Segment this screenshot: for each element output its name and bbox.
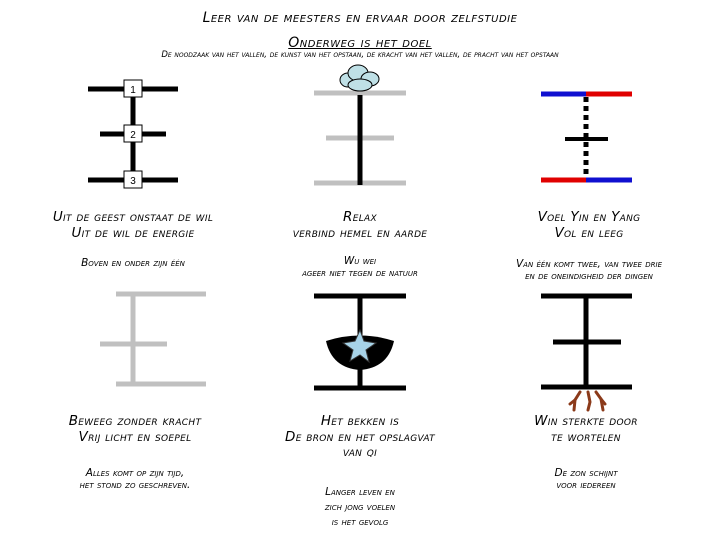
panel-5-caption: Het bekken is De bron en het opslagvat v… (250, 413, 470, 461)
diagram-2 (314, 64, 406, 186)
panel-4-note-line2: het stond zo geschreven. (79, 479, 191, 492)
panel-5-caption-line2: De bron en het opslagvat (285, 428, 435, 445)
panel-2-caption-line2: verbind hemel en aarde (292, 224, 428, 241)
d1-label-1: 1 (130, 85, 136, 96)
panel-5-note: Langer leven en zich jong voelen is het … (250, 485, 470, 531)
panel-6-caption-line2: te wortelen (551, 428, 621, 445)
panel-2-note: Wu wei ageer niet tegen de natuur (250, 255, 470, 279)
d1-box-1 (123, 79, 143, 98)
panel-2-note-line1: Wu wei (343, 255, 377, 267)
panel-3-caption: Voel Yin en Yang Vol en leeg (474, 209, 704, 241)
page-title: Leer van de meesters en ervaar door zelf… (202, 10, 518, 26)
d1-label-3: 3 (130, 176, 136, 187)
panel-3-note-line1: Van één komt twee, van twee drie (515, 258, 663, 270)
panel-1-caption-line1: Uit de geest onstaat de wil (52, 209, 214, 225)
panel-3-note-line2: en de oneindigheid der dingen (525, 270, 653, 283)
panel-6-note-line2: voor iedereen (556, 479, 616, 492)
diagram-3 (541, 91, 632, 183)
panel-1-caption: Uit de geest onstaat de wil Uit de wil d… (23, 209, 243, 241)
panel-1-note-line1: Boven en onder zijn één (81, 257, 185, 269)
panel-3-caption-line2: Vol en leeg (554, 224, 624, 241)
panel-3-caption-line1: Voel Yin en Yang (537, 209, 641, 225)
star-icon (341, 328, 378, 364)
page-subtitle: Onderweg is het doel (288, 35, 432, 51)
d1-label-2: 2 (130, 130, 136, 141)
panel-6-note-line1: De zon schijnt (554, 467, 618, 479)
panel-6-caption: Win sterkte door te wortelen (486, 413, 686, 445)
panel-5-note-line3: is het gevolg (331, 516, 389, 529)
panel-1-note: Boven en onder zijn één (23, 257, 243, 269)
cloud-icon (339, 64, 380, 92)
panel-6-note: De zon schijnt voor iedereen (486, 467, 686, 491)
panel-4-caption-line2: Vrij licht en soepel (78, 428, 192, 445)
panel-4-caption-line1: Beweeg zonder kracht (68, 413, 202, 429)
panel-6-caption-line1: Win sterkte door (534, 413, 638, 429)
panel-4-caption: Beweeg zonder kracht Vrij licht en soepe… (25, 413, 245, 445)
panel-4-note-line1: Alles komt op zijn tijd, (85, 467, 185, 479)
panel-5-note-line1: Langer leven en (325, 486, 395, 498)
d1-box-2 (123, 124, 143, 143)
panel-4-note: Alles komt op zijn tijd, het stond zo ge… (25, 467, 245, 491)
panel-1-caption-line2: Uit de wil de energie (71, 224, 195, 241)
roots-icon (568, 390, 607, 412)
diagram-6 (541, 293, 632, 412)
panel-2-caption-line1: Relax (343, 209, 377, 225)
panel-5-caption-line3: van qi (342, 444, 378, 461)
panel-5-caption-line1: Het bekken is (320, 413, 400, 429)
diagram-5 (314, 293, 406, 391)
panel-3-note: Van één komt twee, van twee drie en de o… (474, 258, 704, 282)
d1-box-3 (123, 170, 143, 189)
panel-2-note-line2: ageer niet tegen de natuur (302, 267, 418, 280)
panel-2-caption: Relax verbind hemel en aarde (250, 209, 470, 241)
diagram-1: 1 2 3 (88, 79, 178, 189)
panel-5-note-line2: zich jong voelen (324, 501, 396, 514)
page-tagline: De noodzaak van het vallen, de kunst van… (161, 50, 559, 60)
diagram-4 (100, 291, 206, 387)
